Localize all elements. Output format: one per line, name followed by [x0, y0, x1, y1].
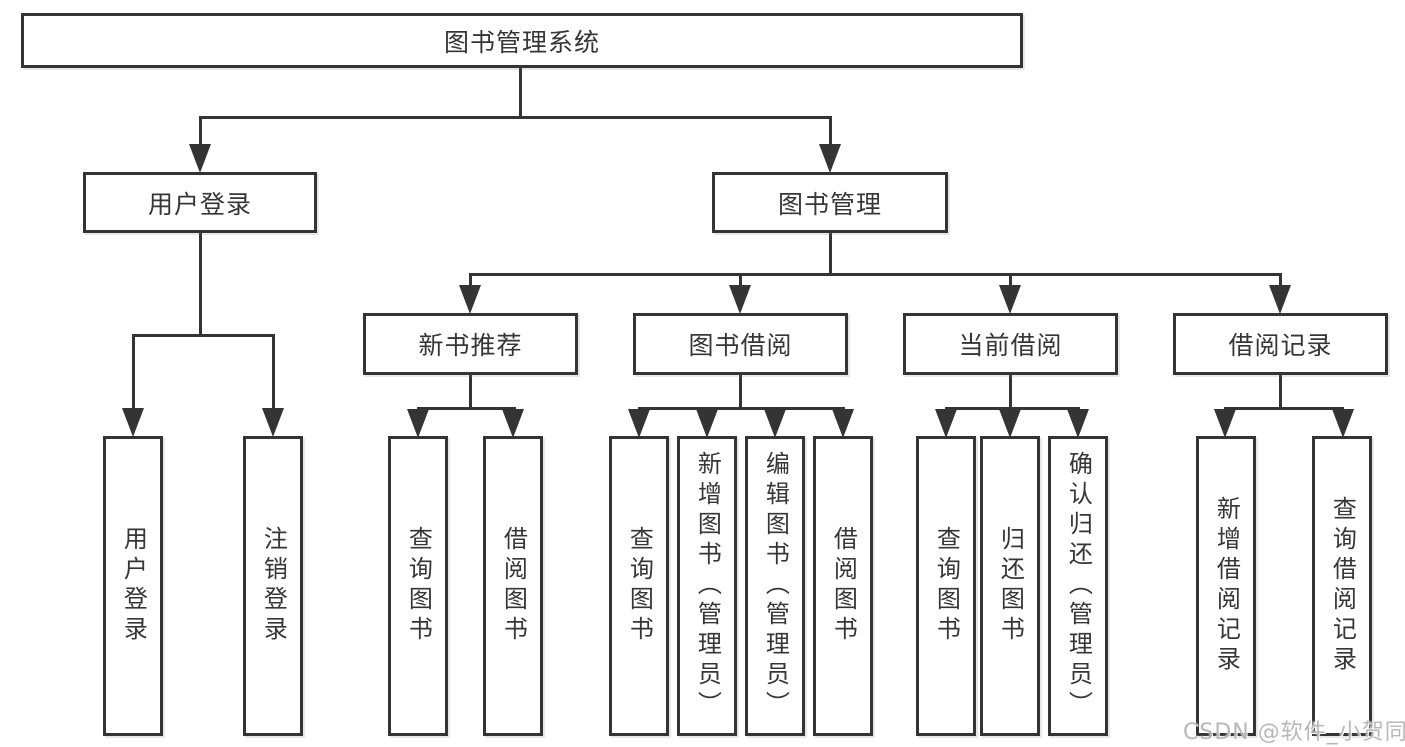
leaf-query-books-recommend: 查询图书	[388, 436, 448, 736]
arrowhead-book-mgmt	[819, 144, 841, 173]
node-label: 图书管理系统	[443, 27, 600, 57]
csdn-watermark: CSDN @软件_小贺同学	[1183, 720, 1405, 745]
arrowhead-new-book-recommend	[459, 285, 481, 314]
arrowhead-book-borrow	[729, 285, 751, 314]
connector-leaf-shaft	[132, 334, 135, 410]
node-label: 借阅记录	[1228, 331, 1333, 360]
arrowhead-leaf	[1332, 409, 1354, 438]
node-user-login: 用户登录	[83, 172, 317, 233]
node-library-management-system: 图书管理系统	[21, 13, 1023, 68]
leaf-borrow-books: 借阅图书	[813, 436, 873, 736]
connector-root-stem	[519, 66, 522, 119]
leaf-label: 新增图书（管理员）	[693, 451, 722, 721]
connector-book-mgmt-rail	[469, 273, 1282, 276]
connector-book-mgmt-stem	[829, 233, 832, 276]
leaf-label: 新增借阅记录	[1212, 496, 1241, 676]
node-label: 用户登录	[147, 189, 252, 219]
node-book-management: 图书管理	[712, 172, 948, 233]
connector-rail	[417, 407, 516, 410]
arrowhead-leaf-user-login	[122, 408, 144, 437]
arrowhead-borrow-records	[1269, 285, 1291, 314]
connector-user-login-shaft	[199, 116, 202, 146]
arrowhead-leaf	[1067, 409, 1089, 438]
leaf-query-borrow-record: 查询借阅记录	[1312, 436, 1372, 736]
leaf-label: 查询图书	[932, 526, 961, 646]
leaf-confirm-return-admin: 确认归还（管理员）	[1048, 436, 1108, 736]
node-label: 新书推荐	[418, 331, 523, 360]
node-book-borrow: 图书借阅	[633, 313, 848, 375]
arrowhead-leaf	[764, 409, 786, 438]
leaf-label: 注销登录	[259, 526, 288, 646]
leaf-return-book: 归还图书	[980, 436, 1040, 736]
arrowhead-leaf	[407, 409, 429, 438]
connector-book-mgmt-shaft	[829, 116, 832, 146]
leaf-query-books-current: 查询图书	[916, 436, 976, 736]
arrowhead-leaf	[999, 409, 1021, 438]
leaf-label: 借阅图书	[829, 526, 858, 646]
arrowhead-current-borrow	[999, 285, 1021, 314]
leaf-label: 归还图书	[996, 526, 1025, 646]
arrowhead-leaf	[696, 409, 718, 438]
connector-l3-shaft	[1279, 273, 1282, 287]
arrowhead-leaf	[628, 409, 650, 438]
arrowhead-leaf	[935, 409, 957, 438]
arrowhead-leaf	[832, 409, 854, 438]
leaf-label: 编辑图书（管理员）	[761, 451, 790, 721]
connector-l3-shaft	[739, 273, 742, 287]
leaf-add-book-admin: 新增图书（管理员）	[677, 436, 737, 736]
connector-stem	[1009, 374, 1012, 409]
node-current-borrow: 当前借阅	[903, 313, 1118, 375]
node-label: 图书管理	[777, 189, 882, 219]
leaf-query-books-borrow: 查询图书	[609, 436, 669, 736]
connector-root-rail	[199, 116, 832, 119]
node-label: 图书借阅	[688, 331, 793, 360]
node-borrow-records: 借阅记录	[1173, 313, 1388, 375]
leaf-label: 用户登录	[119, 526, 148, 646]
leaf-borrow-books-recommend: 借阅图书	[483, 436, 543, 736]
leaf-edit-book-admin: 编辑图书（管理员）	[745, 436, 805, 736]
connector-stem	[469, 374, 472, 409]
leaf-label: 确认归还（管理员）	[1064, 451, 1093, 721]
leaf-user-login: 用户登录	[103, 436, 163, 736]
arrowhead-user-login	[189, 144, 211, 173]
connector-l3-shaft	[469, 273, 472, 287]
connector-rail	[638, 407, 845, 410]
leaf-label: 查询借阅记录	[1328, 496, 1357, 676]
node-new-book-recommend: 新书推荐	[363, 313, 578, 375]
leaf-label: 借阅图书	[499, 526, 528, 646]
connector-rail	[1224, 407, 1344, 410]
connector-user-login-stem	[199, 233, 202, 337]
connector-stem	[1279, 374, 1282, 409]
arrowhead-leaf-logout	[262, 408, 284, 437]
connector-user-login-rail	[132, 334, 275, 337]
connector-stem	[739, 374, 742, 409]
connector-rail	[945, 407, 1080, 410]
leaf-label: 查询图书	[404, 526, 433, 646]
leaf-add-borrow-record: 新增借阅记录	[1196, 436, 1256, 736]
connector-l3-shaft	[1009, 273, 1012, 287]
leaf-label: 查询图书	[625, 526, 654, 646]
node-label: 当前借阅	[958, 331, 1063, 360]
arrowhead-leaf	[1214, 409, 1236, 438]
leaf-logout: 注销登录	[243, 436, 303, 736]
connector-leaf-shaft	[272, 334, 275, 410]
arrowhead-leaf	[502, 409, 524, 438]
